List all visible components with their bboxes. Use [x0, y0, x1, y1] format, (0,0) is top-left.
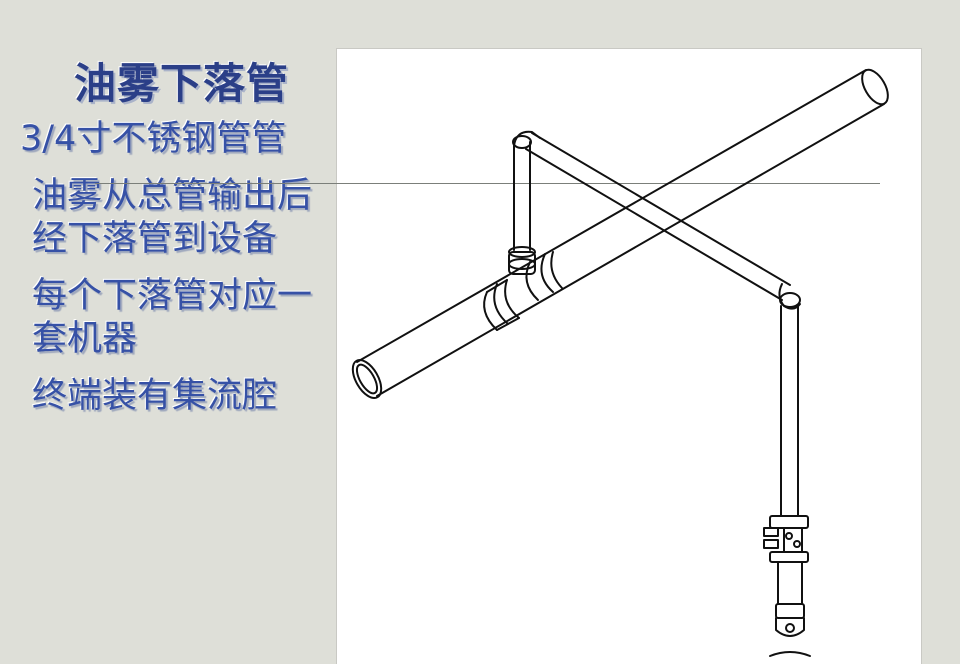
branch-pipe — [525, 132, 791, 301]
bullet-machine-mapping: 每个下落管对应一套机器 — [32, 276, 313, 359]
drop-pipe — [780, 305, 799, 517]
tee-fitting — [508, 246, 563, 301]
divider-line — [95, 183, 880, 184]
manifold-chamber — [769, 561, 811, 657]
slide-title: 油雾下落管 — [74, 59, 290, 108]
main-pipe — [351, 68, 889, 399]
elbow-fitting — [778, 283, 801, 310]
bullet-pipe-spec: 3/4寸不锈钢管管 — [20, 119, 287, 159]
bullet-list: 3/4寸不锈钢管管 油雾从总管输出后经下落管到设备 每个下落管对应一套机器 终端… — [20, 118, 320, 432]
riser-pipe — [512, 130, 541, 251]
bullet-terminal-manifold: 终端装有集流腔 — [32, 376, 278, 416]
bullet-flow-path: 油雾从总管输出后经下落管到设备 — [32, 176, 313, 259]
clamp-block — [763, 515, 809, 563]
pipe-coupling — [483, 279, 520, 331]
drawing-panel — [336, 48, 922, 664]
